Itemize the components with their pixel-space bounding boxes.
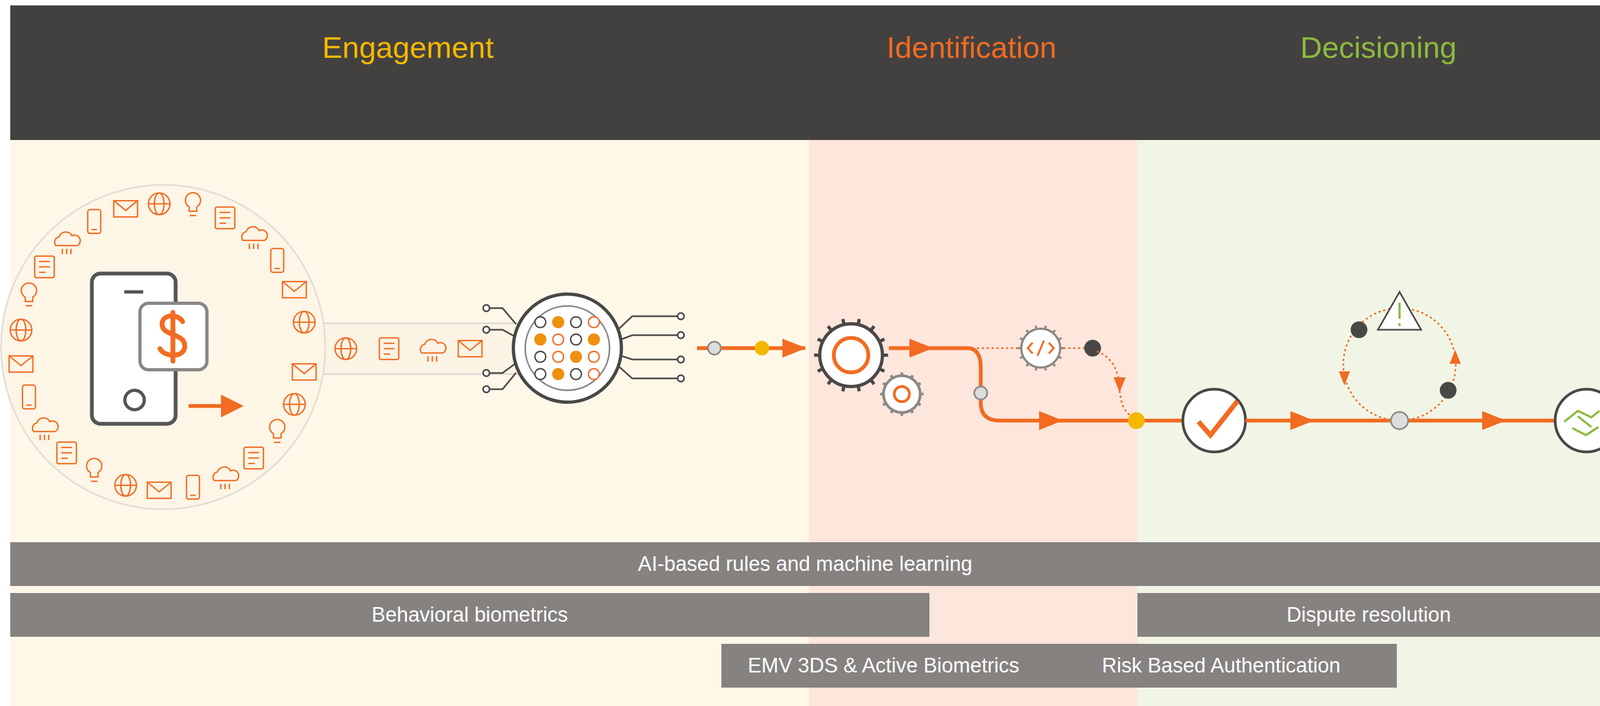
stage-heading: Identification <box>886 29 1057 65</box>
capability-bar: Risk Based Authentication <box>1045 643 1397 688</box>
decisioning-ground <box>1137 139 1600 706</box>
capability-bar: EMV 3DS & Active Biometrics <box>721 643 1046 688</box>
header-band <box>10 5 1600 140</box>
bar-label: EMV 3DS & Active Biometrics <box>737 653 1031 678</box>
capability-bar: Dispute resolution <box>1137 592 1600 637</box>
bar-label: AI-based rules and machine learning <box>627 552 984 576</box>
stage-heading: Engagement <box>322 29 494 65</box>
stage-heading: Decisioning <box>1300 29 1457 65</box>
bar-label: Dispute resolution <box>1275 603 1462 627</box>
bar-label: Risk Based Authentication <box>1090 653 1352 678</box>
capability-bar: Behavioral biometrics <box>10 592 930 637</box>
bar-label: Behavioral biometrics <box>360 603 579 627</box>
capability-bar: AI-based rules and machine learning <box>10 541 1600 586</box>
flow-illustration <box>1 184 1600 510</box>
